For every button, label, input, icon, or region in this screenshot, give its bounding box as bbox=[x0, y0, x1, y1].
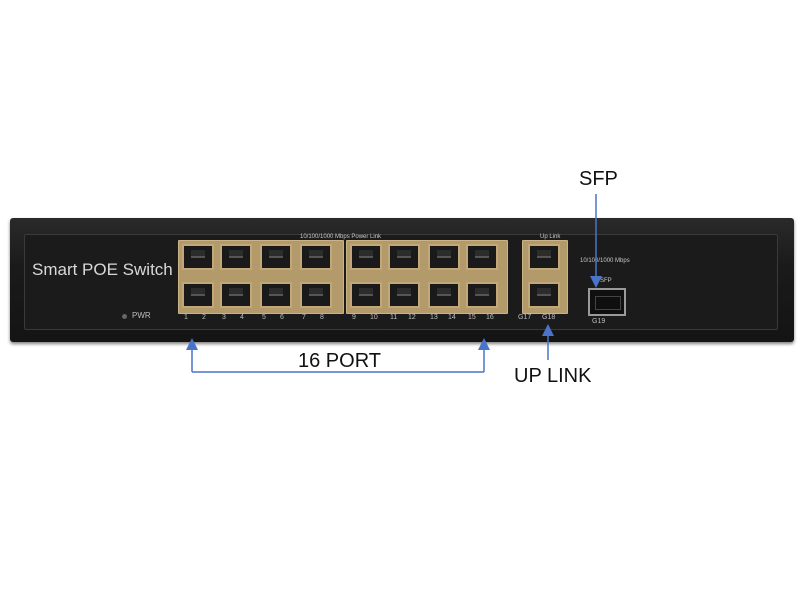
sfp-port-number: G19 bbox=[592, 318, 606, 325]
rj45-port bbox=[350, 244, 382, 270]
port-number: 16 bbox=[486, 314, 494, 321]
rj45-port bbox=[466, 244, 498, 270]
poe-switch: Smart POE Switch PWR 10/100/1000 Mbps Po… bbox=[10, 218, 794, 342]
power-led bbox=[122, 314, 127, 319]
port-number: 6 bbox=[280, 314, 284, 321]
port-number: 3 bbox=[222, 314, 226, 321]
port-number: 7 bbox=[302, 314, 306, 321]
port-number: 14 bbox=[448, 314, 456, 321]
rj45-port bbox=[220, 282, 252, 308]
port-number: 1 bbox=[184, 314, 188, 321]
rj45-port bbox=[388, 244, 420, 270]
sfp-speed-label: 10/100/1000 Mbps bbox=[580, 258, 630, 264]
rj45-port bbox=[220, 244, 252, 270]
rj45-port bbox=[350, 282, 382, 308]
rj45-port bbox=[260, 244, 292, 270]
port-number: 12 bbox=[408, 314, 416, 321]
ports-callout: 16 PORT bbox=[298, 350, 381, 372]
uplink-port bbox=[528, 244, 560, 270]
rj45-port bbox=[182, 244, 214, 270]
port-number: 4 bbox=[240, 314, 244, 321]
brand-label: Smart POE Switch bbox=[32, 260, 173, 279]
port-number: 11 bbox=[390, 314, 398, 321]
uplink-port-number: G17 bbox=[518, 314, 532, 321]
port-number: 8 bbox=[320, 314, 324, 321]
rj45-port bbox=[428, 282, 460, 308]
uplink-label: Up Link bbox=[540, 234, 561, 240]
rj45-port bbox=[300, 282, 332, 308]
port-number: 5 bbox=[262, 314, 266, 321]
sfp-callout: SFP bbox=[579, 168, 618, 190]
uplink-port bbox=[528, 282, 560, 308]
rj45-port bbox=[466, 282, 498, 308]
port-number: 2 bbox=[202, 314, 206, 321]
speed-label: 10/100/1000 Mbps Power Link bbox=[300, 234, 382, 240]
uplink-callout: UP LINK bbox=[514, 365, 592, 387]
port-number: 10 bbox=[370, 314, 378, 321]
rj45-port bbox=[388, 282, 420, 308]
rj45-port bbox=[182, 282, 214, 308]
uplink-port-number: G18 bbox=[542, 314, 556, 321]
sfp-port-label: SFP bbox=[600, 278, 612, 284]
rj45-port bbox=[300, 244, 332, 270]
rj45-port bbox=[428, 244, 460, 270]
port-number: 15 bbox=[468, 314, 476, 321]
port-number: 13 bbox=[430, 314, 438, 321]
sfp-port bbox=[588, 288, 626, 316]
pwr-label: PWR bbox=[132, 311, 151, 320]
rj45-port bbox=[260, 282, 292, 308]
port-number: 9 bbox=[352, 314, 356, 321]
